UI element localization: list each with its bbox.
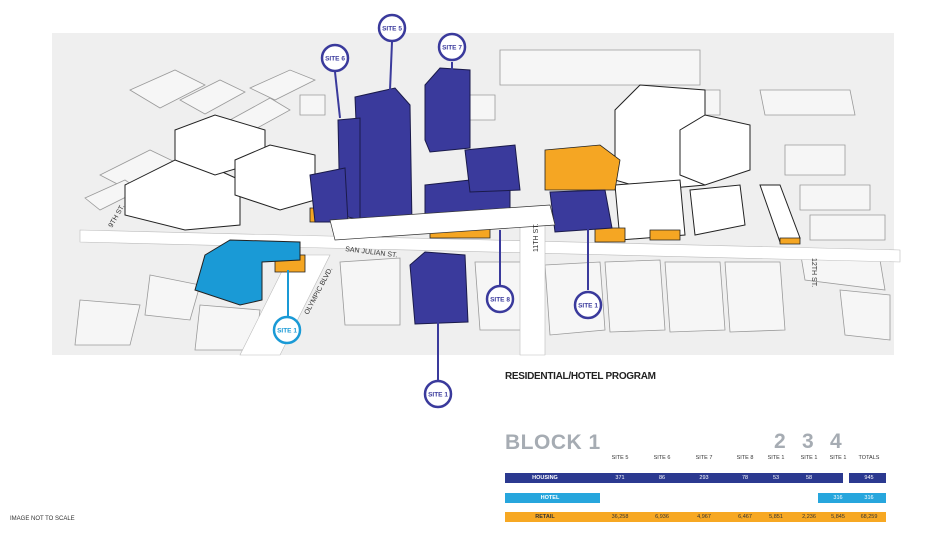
svg-text:SITE 5: SITE 5 bbox=[382, 26, 402, 33]
retail-label: RETAIL bbox=[535, 514, 555, 520]
street-network bbox=[79, 214, 901, 356]
housing-row-bar bbox=[505, 473, 843, 483]
site-marker-hotel-site1[interactable]: SITE 1 bbox=[272, 315, 302, 345]
retail-cell: 36,258 bbox=[611, 514, 629, 520]
housing-total: 945 bbox=[864, 475, 874, 481]
column-header: SITE 1 bbox=[767, 455, 785, 461]
housing-total-bar bbox=[849, 473, 886, 483]
svg-text:SITE 1: SITE 1 bbox=[578, 303, 598, 310]
svg-text:SITE 6: SITE 6 bbox=[325, 56, 345, 63]
retail-total: 68,259 bbox=[860, 514, 878, 520]
svg-text:SITE 1: SITE 1 bbox=[277, 328, 297, 335]
site-marker-6[interactable]: SITE 6 bbox=[320, 43, 350, 73]
site-leader-lines bbox=[287, 41, 589, 380]
retail-cell: 5,845 bbox=[831, 514, 845, 520]
column-header: TOTALS bbox=[858, 455, 880, 461]
retail-cell: 5,851 bbox=[769, 514, 783, 520]
site-marker-8[interactable]: SITE 8 bbox=[485, 284, 515, 314]
axonometric-site-map: 9TH ST. SAN JULIAN ST. OLYMPIC BLVD. 11T… bbox=[52, 13, 901, 409]
site-marker-block2-site1[interactable]: SITE 1 bbox=[423, 379, 453, 409]
column-header: SITE 7 bbox=[695, 455, 713, 461]
svg-text:SITE 1: SITE 1 bbox=[428, 392, 448, 399]
map-drawing: 9TH ST. SAN JULIAN ST. OLYMPIC BLVD. 11T… bbox=[52, 13, 901, 409]
housing-cell: 78 bbox=[741, 475, 749, 481]
site-markers: SITE 5 SITE 6 SITE 7 SITE 8 SITE 1 SITE … bbox=[272, 13, 603, 409]
street-label-11th: 11TH ST. bbox=[533, 223, 540, 252]
block-1-title: BLOCK 1 bbox=[505, 431, 601, 454]
housing-cell: 371 bbox=[615, 475, 625, 481]
hotel-label: HOTEL bbox=[540, 495, 560, 501]
site-marker-5[interactable]: SITE 5 bbox=[377, 13, 407, 43]
column-header: SITE 8 bbox=[736, 455, 754, 461]
housing-cell: 86 bbox=[658, 475, 666, 481]
housing-cell: 293 bbox=[699, 475, 709, 481]
retail-cell: 6,936 bbox=[655, 514, 669, 520]
housing-cell: 53 bbox=[772, 475, 780, 481]
street-label-12th: 12TH ST. bbox=[810, 258, 817, 287]
hotel-building bbox=[194, 239, 301, 306]
housing-label: HOUSING bbox=[532, 475, 558, 481]
hotel-cell: 316 bbox=[833, 495, 843, 501]
block-3-number: 3 bbox=[802, 430, 814, 453]
column-header: SITE 1 bbox=[829, 455, 847, 461]
plaza bbox=[329, 204, 556, 241]
residential-towers bbox=[309, 67, 613, 325]
hotel-value-bar bbox=[818, 493, 886, 503]
retail-cell: 4,967 bbox=[697, 514, 711, 520]
site-marker-block3-site1[interactable]: SITE 1 bbox=[573, 290, 603, 320]
column-header: SITE 1 bbox=[800, 455, 818, 461]
program-title: RESIDENTIAL/HOTEL PROGRAM bbox=[505, 371, 656, 382]
hotel-total: 316 bbox=[864, 495, 874, 501]
block-2-number: 2 bbox=[774, 430, 786, 453]
site-marker-7[interactable]: SITE 7 bbox=[437, 32, 467, 62]
column-header: SITE 6 bbox=[653, 455, 671, 461]
block-4-number: 4 bbox=[830, 430, 842, 453]
retail-cell: 6,467 bbox=[738, 514, 752, 520]
svg-text:SITE 8: SITE 8 bbox=[490, 297, 510, 304]
column-header: SITE 5 bbox=[611, 455, 629, 461]
retail-cell: 2,236 bbox=[802, 514, 816, 520]
scale-note: IMAGE NOT TO SCALE bbox=[10, 516, 75, 522]
hotel-row-bar bbox=[505, 493, 600, 503]
housing-cell: 58 bbox=[805, 475, 813, 481]
existing-buildings bbox=[124, 84, 801, 243]
svg-text:SITE 7: SITE 7 bbox=[442, 45, 462, 52]
retail-row-bar bbox=[505, 512, 886, 522]
